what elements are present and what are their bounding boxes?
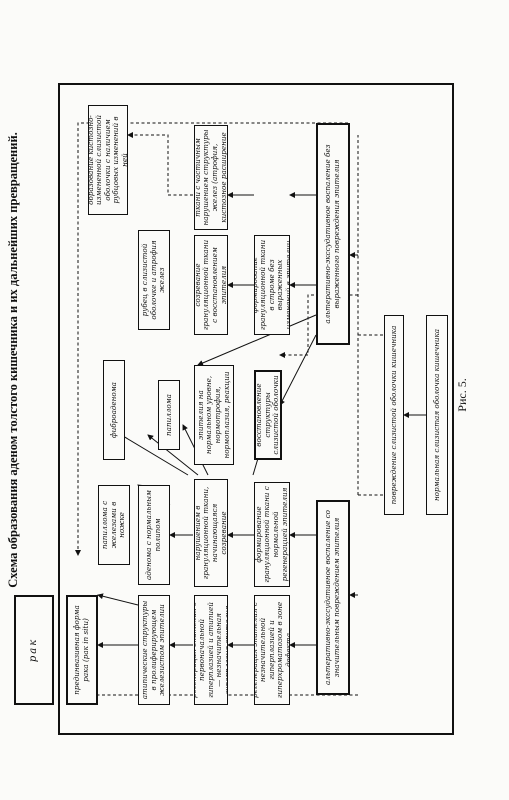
box-granulation-maturation: созревание грануляционной ткани с восста… xyxy=(194,235,228,335)
box-scar-gland-structure: разрастание рубцовой ткани с частичным н… xyxy=(194,125,228,230)
connector xyxy=(279,334,317,406)
box-normal-mucosa: нормальная слизистая оболочка кишечника xyxy=(426,315,448,515)
box-papilloma: папиллома xyxy=(158,380,180,450)
connector xyxy=(75,122,348,556)
box-granulation-normal: формирование грануляционной ткани с норм… xyxy=(254,482,290,587)
box-atypical-structures: атипические структуры в пролиферирующем … xyxy=(138,595,170,705)
box-regeneration-hyperplasia: регенерация эпителия с незначительной ги… xyxy=(254,595,290,705)
box-inflammation-severe: альтеративно-экссудативное воспаление со… xyxy=(316,500,350,695)
box-fibroadenoma: фиброаденома xyxy=(103,360,125,460)
connector xyxy=(147,434,199,476)
box-scar-atrophy: рубец в слизистой оболочке и атрофия жел… xyxy=(138,230,170,330)
box-cystic-mucosa: образование кистозно-измененной слизисто… xyxy=(88,105,128,215)
box-regeneration-atypia: регенерация эпителия с первоначальной ги… xyxy=(194,595,228,705)
box-mucosa-damage: повреждение слизистой оболочки кишечника xyxy=(384,315,404,515)
connector xyxy=(197,314,317,366)
box-granulation-maturation-start: регенерация эпителия с нарушением в гран… xyxy=(194,479,228,587)
connector xyxy=(112,429,189,476)
connector xyxy=(127,132,193,196)
box-papilloma-glands: папиллома с железами в ножке xyxy=(98,485,130,565)
box-inflammation-mild: альтеративно-экссудативное воспаление бе… xyxy=(316,123,350,345)
connector xyxy=(97,593,139,606)
flow-diagram: нормальная слизистая оболочка кишечника … xyxy=(14,83,454,735)
box-cancer: рак xyxy=(14,595,54,705)
box-adenoma-polyp: аденома с нормальным полипом xyxy=(138,485,170,585)
box-epithelium-normal-level: восстановление эпителия на нормальном ур… xyxy=(194,365,234,465)
diagram-title: Схема образования аденом толстого кишечн… xyxy=(6,132,20,588)
figure-label: Рис. 5. xyxy=(455,378,469,412)
diagram-stage: нормальная слизистая оболочка кишечника … xyxy=(14,83,454,735)
box-preinvasive-cancer: прединвазивная форма рака (рак in situ) xyxy=(66,595,98,705)
box-granulation-stroma: формирование грануляционной ткани в стро… xyxy=(254,235,290,335)
box-structure-restoration: восстановление структуры слизистой оболо… xyxy=(254,370,282,460)
